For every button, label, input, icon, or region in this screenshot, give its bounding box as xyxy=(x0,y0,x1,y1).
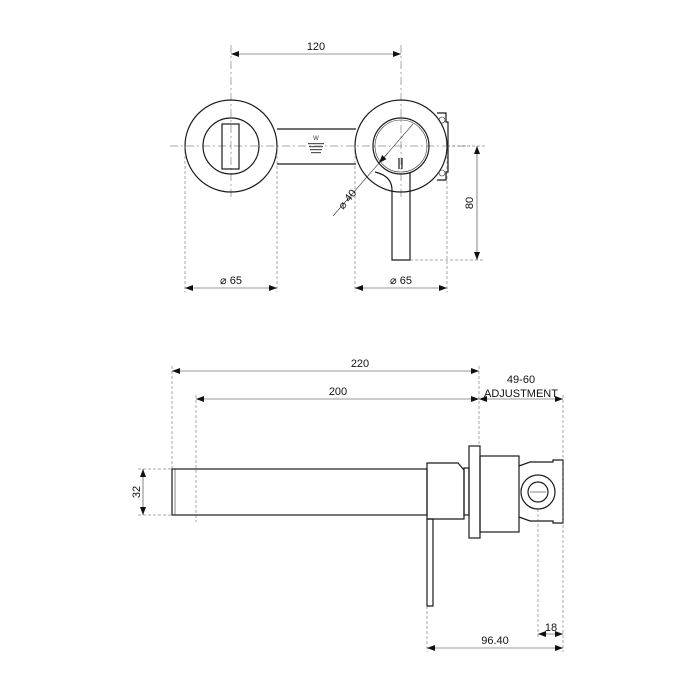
dim-overall: 220 xyxy=(351,358,369,370)
mixer-body xyxy=(426,445,564,607)
dim-adjust-label: ADJUSTMENT xyxy=(484,388,558,400)
dim-left-diameter: ⌀ 65 xyxy=(220,275,242,287)
side-view: 220 200 49-60 ADJUSTMENT 32 96.40 18 xyxy=(131,358,564,652)
watermark-logo: W xyxy=(313,136,319,142)
dim-spout-height: 32 xyxy=(131,486,143,498)
dim-spout: 200 xyxy=(329,386,347,398)
top-view: W 120 ⌀ 65 ⌀ 65 ⌀ 40 xyxy=(170,41,485,292)
mixer-escutcheon xyxy=(354,99,449,261)
dim-adjust-range: 49-60 xyxy=(507,374,535,386)
dim-inner-diameter: ⌀ 40 xyxy=(336,187,359,212)
spout xyxy=(171,468,428,516)
dim-right-diameter: ⌀ 65 xyxy=(390,275,412,287)
dim-centers: 120 xyxy=(307,41,325,53)
dim-body-depth: 96.40 xyxy=(481,635,509,647)
dim-back: 18 xyxy=(545,622,557,634)
dim-lever-drop: 80 xyxy=(464,197,476,209)
connecting-bar: W xyxy=(277,128,356,165)
